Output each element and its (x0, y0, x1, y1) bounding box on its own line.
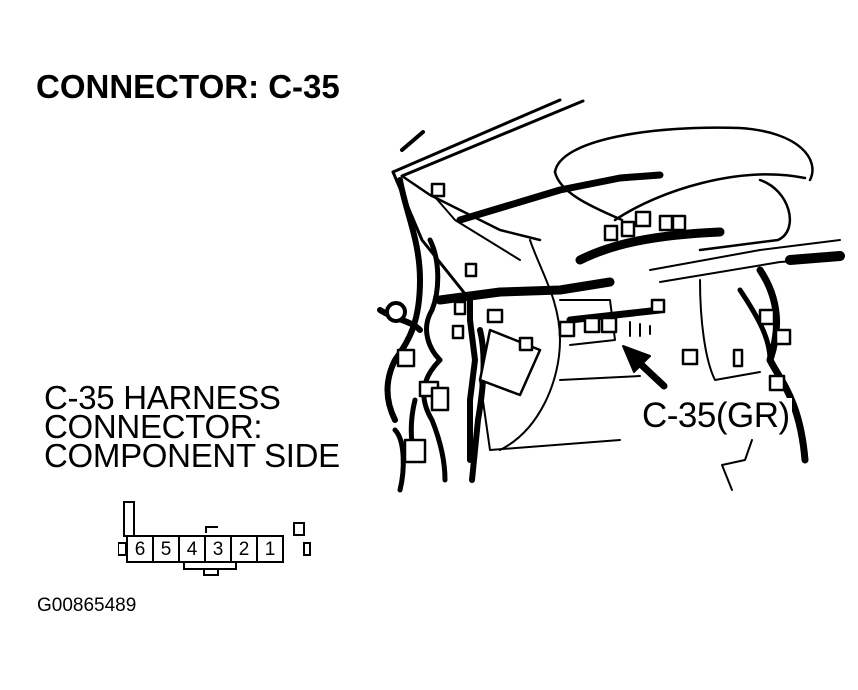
connector-face-diagram: 6 5 4 3 2 1 (118, 499, 318, 579)
harness-label-line-2: CONNECTOR: (44, 408, 263, 445)
connector-pin: 6 (128, 537, 154, 561)
connector-pin: 2 (232, 537, 258, 561)
connector-pin: 4 (180, 537, 206, 561)
connector-pin: 1 (264, 539, 276, 560)
figure-id: G00865489 (37, 595, 137, 616)
connector-pin: 3 (206, 537, 232, 561)
harness-label-line-1: C-35 HARNESS (44, 379, 281, 416)
page-title: CONNECTOR: C-35 (36, 68, 340, 105)
connector-pin: 5 (154, 537, 180, 561)
harness-label-line-3: COMPONENT SIDE (44, 437, 340, 474)
connector-callout-label: C-35(GR) (640, 396, 792, 435)
connector-pin-row: 6 5 4 3 2 1 (126, 535, 284, 563)
harness-connector-label: C-35 HARNESS CONNECTOR: COMPONENT SIDE (44, 379, 340, 474)
